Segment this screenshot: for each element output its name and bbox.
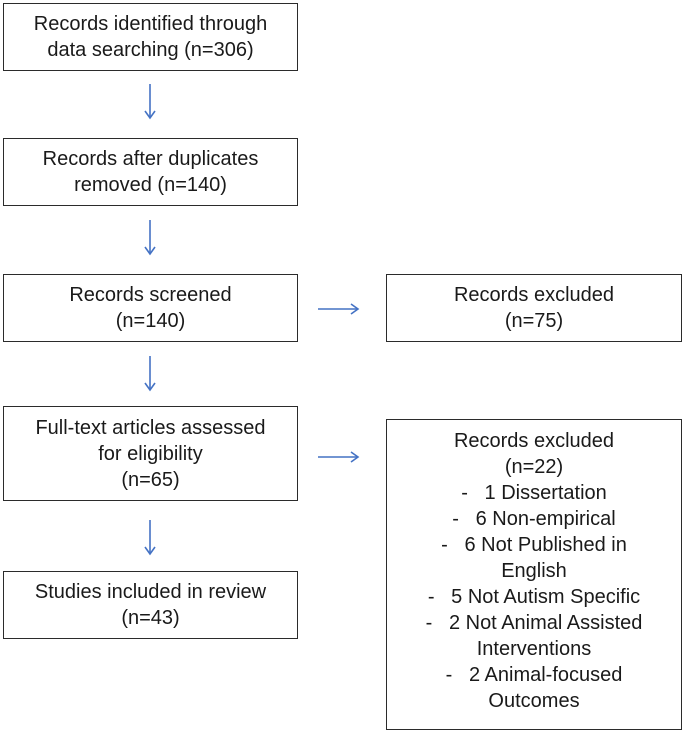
down-arrow-icon <box>143 84 157 120</box>
duplicates-removed-box: Records after duplicates removed (n=140) <box>3 138 298 206</box>
right-arrow-icon <box>318 450 360 464</box>
exclusion-reason-continued: Interventions <box>476 638 592 660</box>
down-arrow-icon <box>143 520 157 556</box>
box-text-line: Records identified through <box>33 13 268 35</box>
records-excluded-reasons-box: Records excluded (n=22) - 1 Dissertation… <box>386 419 682 730</box>
box-text-line: data searching (n=306) <box>47 39 254 61</box>
exclusion-reason: - 2 Not Animal Assisted <box>425 612 643 634</box>
box-text-line: Records excluded <box>453 430 615 452</box>
box-text-line: (n=43) <box>121 607 180 629</box>
box-text-line: Full-text articles assessed <box>35 417 266 439</box>
exclusion-reason: - 5 Not Autism Specific <box>427 586 641 608</box>
records-screened-box: Records screened (n=140) <box>3 274 298 342</box>
box-text-line: (n=75) <box>504 310 564 332</box>
box-text-line: (n=22) <box>504 456 564 478</box>
right-arrow-icon <box>318 302 360 316</box>
box-text-line: Records after duplicates <box>42 148 259 170</box>
box-text-line: removed (n=140) <box>74 174 227 196</box>
box-text-line: (n=140) <box>115 310 186 332</box>
box-text-line: Records excluded <box>453 284 615 306</box>
exclusion-reason: - 2 Animal-focused <box>445 664 623 686</box>
box-text-line: Records screened <box>69 284 232 306</box>
records-excluded-box: Records excluded (n=75) <box>386 274 682 342</box>
identified-records-box: Records identified through data searchin… <box>3 3 298 71</box>
exclusion-reason-continued: Outcomes <box>488 690 580 712</box>
box-text-line: (n=65) <box>121 469 180 491</box>
down-arrow-icon <box>143 356 157 392</box>
exclusion-reason: - 1 Dissertation <box>461 482 607 504</box>
exclusion-reason: - 6 Not Published in <box>441 534 627 556</box>
full-text-assessed-box: Full-text articles assessed for eligibil… <box>3 406 298 501</box>
studies-included-box: Studies included in review (n=43) <box>3 571 298 639</box>
box-text-line: Studies included in review <box>34 581 267 603</box>
exclusion-reason-continued: English <box>501 560 567 582</box>
box-text-line: for eligibility <box>98 443 203 465</box>
down-arrow-icon <box>143 220 157 256</box>
exclusion-reason: - 6 Non-empirical <box>452 508 616 530</box>
